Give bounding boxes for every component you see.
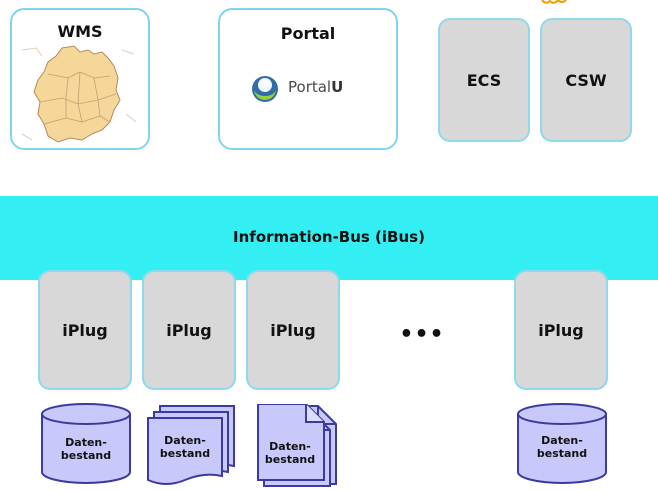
ecs-box: ECS bbox=[438, 18, 530, 142]
portal-box: Portal bbox=[218, 8, 398, 150]
portal-logo-suffix: U bbox=[331, 78, 344, 96]
datastore-2-line1: Daten- bbox=[164, 434, 206, 447]
datastore-3-line1: Daten- bbox=[269, 440, 311, 453]
bus-label: Information-Bus (iBus) bbox=[233, 228, 425, 246]
portal-logo-text: PortalU bbox=[288, 78, 343, 96]
wms-title: WMS bbox=[57, 22, 103, 41]
iplug-4: iPlug bbox=[514, 270, 608, 390]
datastore-1-line2: bestand bbox=[60, 449, 112, 462]
wms-box: WMS bbox=[10, 8, 150, 150]
datastore-1-line1: Daten- bbox=[65, 436, 107, 449]
logo-fragment-icon bbox=[541, 0, 567, 4]
datastore-4-line1: Daten- bbox=[541, 434, 583, 447]
datastore-4-label: Daten- bestand bbox=[516, 434, 608, 460]
iplug-2: iPlug bbox=[142, 270, 236, 390]
iplug-3: iPlug bbox=[246, 270, 340, 390]
datastore-2-label: Daten- bestand bbox=[148, 434, 222, 460]
ellipsis: ••• bbox=[399, 322, 445, 347]
portal-title: Portal bbox=[280, 24, 336, 43]
information-bus: Information-Bus (iBus) bbox=[0, 196, 658, 280]
datastore-3-label: Daten- bestand bbox=[256, 440, 324, 466]
germany-map-icon bbox=[22, 44, 138, 146]
datastore-2-line2: bestand bbox=[159, 447, 211, 460]
datastore-1-label: Daten- bestand bbox=[40, 436, 132, 462]
database-cylinder-icon-2 bbox=[517, 403, 607, 484]
pages-stack-icon bbox=[257, 404, 337, 487]
documents-stack-icon bbox=[147, 405, 235, 485]
iplug-1: iPlug bbox=[38, 270, 132, 390]
csw-box: CSW bbox=[540, 18, 632, 142]
datastore-4-line2: bestand bbox=[536, 447, 588, 460]
portal-logo-word: Portal bbox=[288, 78, 332, 96]
portal-logo-icon bbox=[252, 76, 278, 102]
database-cylinder-icon bbox=[41, 403, 131, 484]
datastore-3-line2: bestand bbox=[264, 453, 316, 466]
